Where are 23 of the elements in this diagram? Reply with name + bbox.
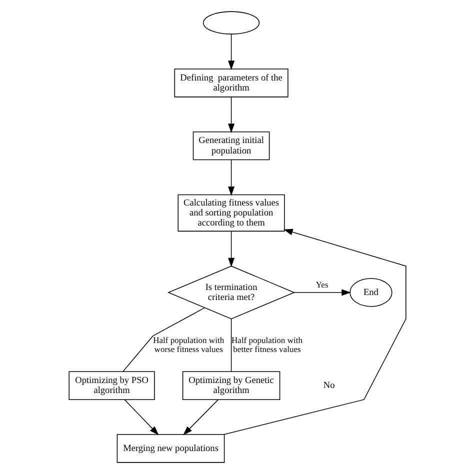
arrow	[182, 399, 218, 436]
connector	[122, 307, 204, 372]
node-box: Calculating fitness values and sorting population according to them	[177, 194, 284, 232]
edge-label: Yes	[315, 280, 328, 290]
node-diamond: Is termination criteria met?	[166, 266, 295, 320]
node-box: Optimizing by PSO algorithm	[68, 371, 154, 400]
node-box: Merging new populations	[116, 434, 224, 463]
arrow	[222, 228, 406, 435]
node-box: Optimizing by Genetic algorithm	[182, 371, 280, 400]
arrow	[124, 399, 158, 436]
label: No	[322, 381, 334, 392]
node-ellipse: End	[349, 278, 392, 307]
edge-label: Half population with better fitness values	[231, 334, 302, 354]
arrow	[228, 159, 234, 196]
node-box: Generating initial population	[192, 131, 270, 160]
arrow	[228, 230, 234, 268]
arrow	[293, 289, 350, 296]
connector	[230, 318, 232, 372]
node-ellipse	[202, 11, 260, 34]
arrow	[228, 34, 234, 70]
arrow	[228, 96, 234, 133]
edge-label: Half population with worse fitness values	[152, 334, 224, 354]
node-box: Defining parameters of the algorithm	[174, 68, 288, 98]
